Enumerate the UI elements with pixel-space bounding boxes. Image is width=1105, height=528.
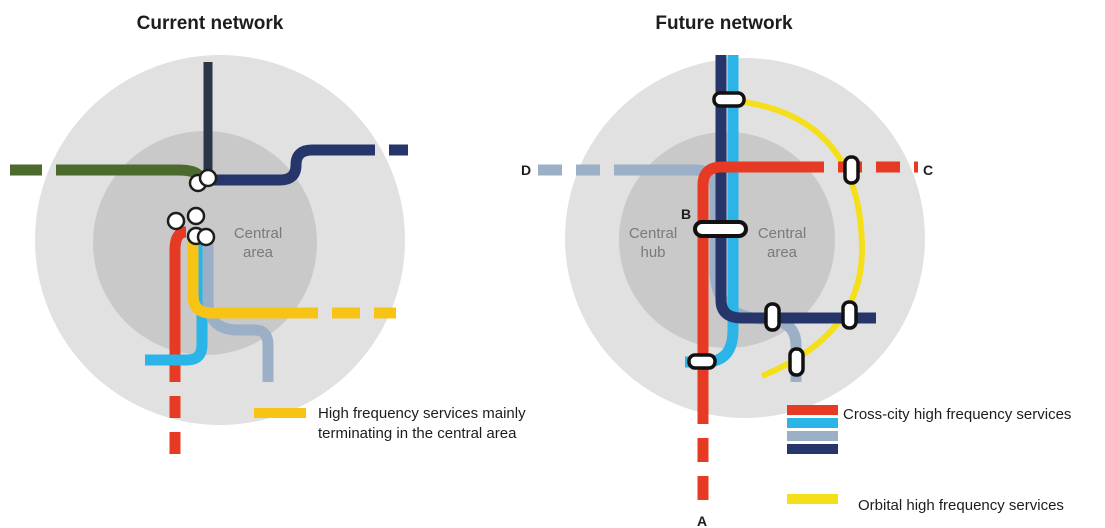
future-red-line bbox=[697, 161, 800, 400]
current-orange-line bbox=[187, 238, 290, 319]
point-label-c: C bbox=[923, 162, 933, 178]
point-label-a: A bbox=[697, 513, 707, 528]
future-central-hub-label-line1: Central bbox=[629, 225, 677, 242]
future-navy-line bbox=[715, 55, 876, 324]
future-station bbox=[843, 155, 860, 185]
future-station bbox=[841, 300, 858, 330]
future-hub-station-b bbox=[693, 220, 748, 238]
current-network-panel: Current network Central area Hig bbox=[10, 13, 526, 465]
current-navy-line bbox=[205, 144, 345, 186]
legend-terminating-line2: terminating in the central area bbox=[318, 425, 517, 442]
legend-cross-city-label: Cross-city high frequency services bbox=[843, 406, 1071, 423]
current-central-area-label-line1: Central bbox=[234, 225, 282, 242]
point-label-b: B bbox=[681, 206, 691, 222]
current-station bbox=[166, 211, 186, 231]
future-network-title: Future network bbox=[655, 13, 793, 34]
future-orbital-line bbox=[724, 97, 866, 379]
future-central-hub-label-line2: hub bbox=[640, 244, 665, 261]
future-station bbox=[687, 353, 717, 370]
point-label-d: D bbox=[521, 162, 531, 178]
future-central-area-circle bbox=[619, 132, 835, 348]
current-cyan-line bbox=[145, 238, 208, 366]
current-red-line bbox=[169, 226, 187, 360]
legend-terminating-line1: High frequency services mainly bbox=[318, 405, 526, 422]
future-network-panel: Future network Central hub Central area … bbox=[521, 13, 1071, 528]
current-network-title: Current network bbox=[137, 13, 284, 34]
current-central-area-label-line2: area bbox=[243, 244, 274, 261]
current-station bbox=[196, 227, 216, 247]
legend-orbital-swatch bbox=[787, 494, 838, 504]
current-station bbox=[198, 168, 218, 188]
future-station bbox=[788, 347, 805, 377]
future-station bbox=[764, 302, 781, 332]
legend-cross-city-swatch bbox=[787, 405, 838, 454]
current-station bbox=[186, 206, 206, 226]
future-central-area-label-line2: area bbox=[767, 244, 798, 261]
future-central-area-label-line1: Central bbox=[758, 225, 806, 242]
legend-orbital-label: Orbital high frequency services bbox=[858, 497, 1064, 514]
future-station bbox=[712, 91, 746, 108]
